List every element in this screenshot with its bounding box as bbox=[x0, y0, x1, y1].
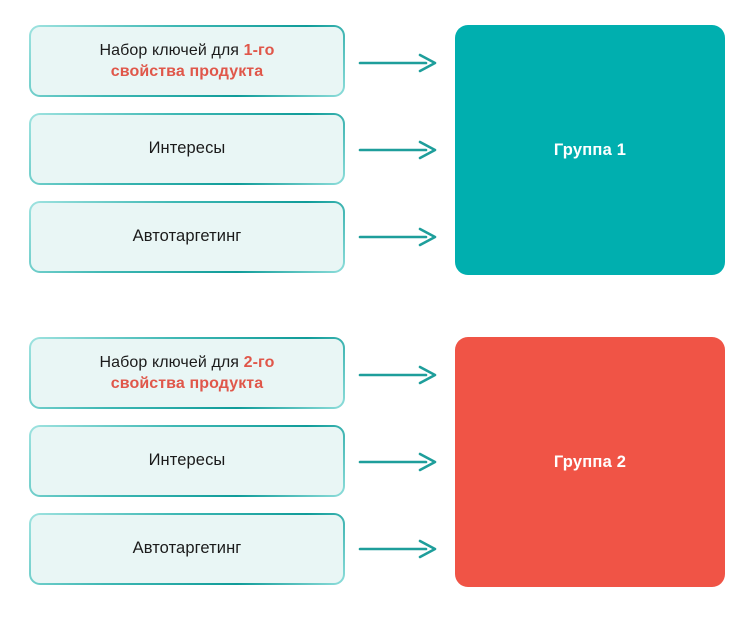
source-box-body: Автотаргетинг bbox=[31, 515, 343, 583]
source-box-label-accent-rest: свойства продукта bbox=[110, 375, 264, 392]
source-box-label: Интересы bbox=[148, 451, 226, 470]
source-box-label: Набор ключей для 2-го свойства продукта bbox=[100, 352, 275, 394]
arrow-right-icon bbox=[358, 139, 438, 161]
source-box-label-accent-rest: свойства продукта bbox=[110, 63, 264, 80]
group-section-1: Набор ключей для 1-го свойства продукта … bbox=[0, 0, 751, 312]
arrow-right-icon bbox=[358, 52, 438, 74]
source-box-label: Интересы bbox=[148, 139, 226, 158]
source-box-label: Набор ключей для 1-го свойства продукта bbox=[100, 40, 275, 82]
group-section-2: Набор ключей для 2-го свойства продукта … bbox=[0, 312, 751, 625]
source-box-label-plain: Набор ключей для bbox=[99, 353, 244, 371]
source-box-body: Автотаргетинг bbox=[31, 203, 343, 271]
group-box-label: Группа 1 bbox=[553, 140, 627, 159]
group-box-label: Группа 2 bbox=[553, 452, 627, 471]
arrow-right-icon bbox=[358, 364, 438, 386]
group-box-2[interactable]: Группа 2 bbox=[455, 337, 725, 587]
group-box-1[interactable]: Группа 1 bbox=[455, 25, 725, 275]
source-box-label: Автотаргетинг bbox=[132, 227, 242, 246]
source-box-label: Автотаргетинг bbox=[132, 539, 242, 558]
source-box-interests[interactable]: Интересы bbox=[29, 113, 345, 185]
source-box-autotargeting[interactable]: Автотаргетинг bbox=[29, 201, 345, 273]
source-box-body: Набор ключей для 1-го свойства продукта bbox=[31, 27, 343, 95]
source-box-column: Набор ключей для 1-го свойства продукта … bbox=[29, 25, 345, 289]
arrow-right-icon bbox=[358, 226, 438, 248]
source-box-body: Набор ключей для 2-го свойства продукта bbox=[31, 339, 343, 407]
source-box-keyword-set[interactable]: Набор ключей для 1-го свойства продукта bbox=[29, 25, 345, 97]
source-box-body: Интересы bbox=[31, 427, 343, 495]
source-box-column: Набор ключей для 2-го свойства продукта … bbox=[29, 337, 345, 601]
source-box-keyword-set[interactable]: Набор ключей для 2-го свойства продукта bbox=[29, 337, 345, 409]
arrow-right-icon bbox=[358, 451, 438, 473]
source-box-label-accent-ordinal: 1-го bbox=[243, 41, 275, 59]
source-box-interests[interactable]: Интересы bbox=[29, 425, 345, 497]
source-box-body: Интересы bbox=[31, 115, 343, 183]
source-box-label-plain: Набор ключей для bbox=[99, 41, 244, 59]
source-box-label-accent-ordinal: 2-го bbox=[243, 353, 275, 371]
source-box-autotargeting[interactable]: Автотаргетинг bbox=[29, 513, 345, 585]
arrow-right-icon bbox=[358, 538, 438, 560]
